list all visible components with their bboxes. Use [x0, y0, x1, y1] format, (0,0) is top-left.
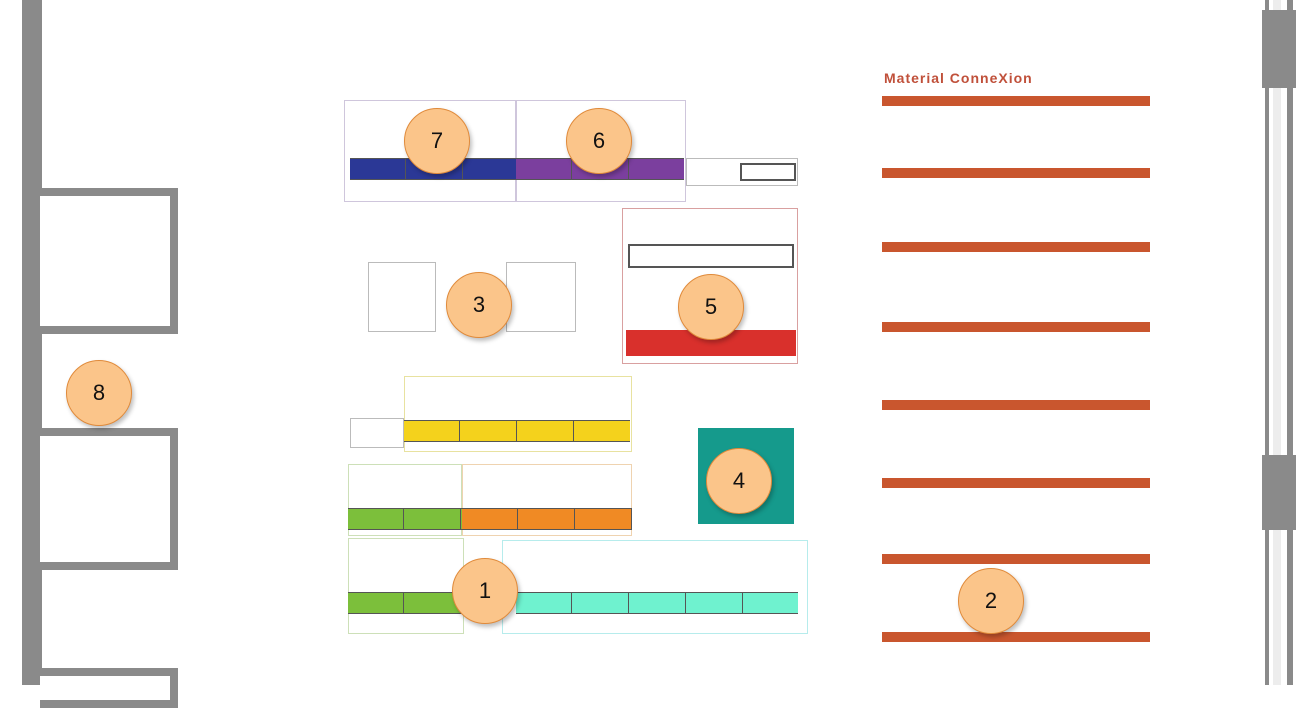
left-alcove — [40, 668, 178, 708]
booth-right — [506, 262, 576, 332]
right-wall-pillar — [1262, 10, 1296, 88]
marker-7[interactable]: 7 — [404, 108, 470, 174]
right-wall-pillar — [1262, 455, 1296, 530]
material-connexion-shelf — [882, 632, 1150, 642]
zone-7 — [344, 100, 516, 202]
zone-3 — [462, 464, 632, 536]
left-alcove — [40, 188, 178, 334]
side-booth-inner — [740, 163, 796, 181]
material-connexion-shelf — [882, 400, 1150, 410]
marker-1[interactable]: 1 — [452, 558, 518, 624]
yellow-exhibit-bar — [404, 420, 630, 442]
marker-6[interactable]: 6 — [566, 108, 632, 174]
green-exhibit-bar — [348, 508, 462, 530]
side-booth — [350, 418, 404, 448]
material-connexion-shelf — [882, 554, 1150, 564]
zone-4 — [404, 376, 632, 452]
marker-8[interactable]: 8 — [66, 360, 132, 426]
green-exhibit-bar-2 — [348, 592, 464, 614]
zone-green — [348, 464, 462, 536]
material-connexion-title: Material ConneXion — [884, 70, 1033, 86]
left-wall — [22, 0, 42, 685]
material-connexion-shelf — [882, 96, 1150, 106]
zone-1 — [502, 540, 808, 634]
material-connexion-shelf — [882, 168, 1150, 178]
zone-6 — [516, 100, 686, 202]
left-alcove — [40, 428, 178, 570]
material-connexion-shelf — [882, 478, 1150, 488]
right-wall-inner — [1273, 0, 1281, 685]
marker-3[interactable]: 3 — [446, 272, 512, 338]
zone-2 — [348, 538, 464, 634]
orange-exhibit-bar — [462, 508, 632, 530]
aqua-exhibit-bar — [516, 592, 798, 614]
material-connexion-shelf — [882, 242, 1150, 252]
marker-5[interactable]: 5 — [678, 274, 744, 340]
marker-2[interactable]: 2 — [958, 568, 1024, 634]
material-connexion-shelf — [882, 322, 1150, 332]
zone-5 — [622, 208, 798, 364]
zone-5-header-booth — [628, 244, 794, 268]
marker-4[interactable]: 4 — [706, 448, 772, 514]
booth-left — [368, 262, 436, 332]
